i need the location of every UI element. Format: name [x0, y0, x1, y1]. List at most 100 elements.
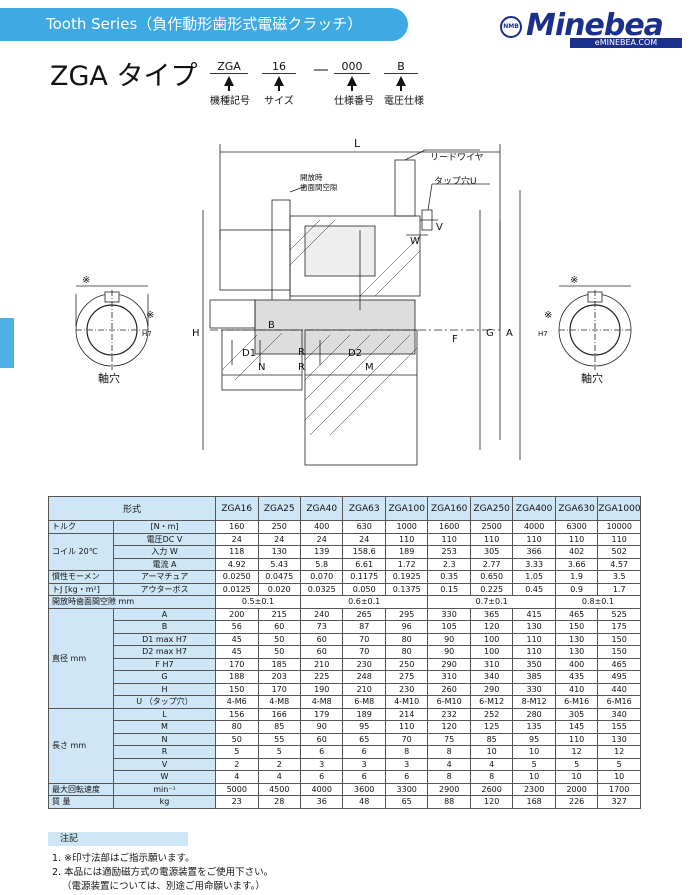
dim-label-F: F	[452, 334, 458, 345]
value-cell: 2500	[469, 520, 514, 534]
value-cell: 1600	[427, 520, 471, 534]
value-cell: 50	[215, 732, 259, 746]
dim-label-H: H	[192, 328, 200, 339]
value-cell: 95	[512, 732, 556, 746]
header-cell: ZGA25	[257, 496, 301, 521]
value-cell: 6-M16	[597, 695, 641, 709]
value-cell: 2600	[469, 782, 514, 796]
value-cell: 5	[215, 745, 259, 759]
row-sublabel: B	[112, 620, 217, 634]
header-cell: ZGA63	[342, 496, 386, 521]
row-sublabel: H	[112, 682, 217, 696]
value-cell: 6.61	[342, 557, 386, 571]
value-cell: 5	[257, 745, 301, 759]
value-cell: 365	[469, 607, 514, 621]
value-cell: 290	[427, 657, 471, 671]
row-sublabel: N	[112, 732, 217, 746]
value-cell: 1000	[384, 520, 429, 534]
value-cell: 120	[427, 720, 471, 734]
value-cell: 248	[342, 670, 386, 684]
up-arrow-icon	[396, 76, 406, 86]
dim-label-G: G	[486, 328, 494, 339]
value-cell: 150	[597, 645, 641, 659]
value-cell: 110	[512, 532, 556, 546]
dim-label-L: L	[354, 137, 361, 150]
value-cell: 240	[299, 607, 344, 621]
value-cell: 6-M8	[342, 695, 386, 709]
side-tab-marker	[0, 318, 14, 368]
code-separator: ―	[314, 62, 328, 78]
value-cell: 10000	[597, 520, 641, 534]
minebea-logo: NMB Minebea eMINEBEA.COM	[494, 8, 684, 48]
value-cell: 110	[512, 645, 556, 659]
value-cell: 0.1175	[342, 570, 386, 584]
value-cell: 0.9	[554, 582, 599, 596]
value-cell: 130	[512, 620, 556, 634]
model-title: ZGA タイプ	[50, 61, 198, 92]
value-cell: 60	[299, 732, 344, 746]
value-cell: 48	[342, 795, 386, 809]
value-cell: 214	[384, 707, 429, 721]
value-cell: 1.9	[554, 570, 599, 584]
value-cell: 0.0475	[257, 570, 301, 584]
value-cell: 280	[512, 707, 556, 721]
value-cell: 28	[257, 795, 301, 809]
code-part-spec: 000 仕様番号	[334, 60, 374, 107]
row-sublabel: U （タップ穴）	[112, 695, 217, 709]
value-cell: 135	[512, 720, 556, 734]
value-cell: 265	[342, 607, 386, 621]
value-cell: 60	[257, 620, 301, 634]
value-cell: 80	[384, 645, 429, 659]
value-cell: 60	[299, 632, 344, 646]
value-cell: 6	[299, 770, 344, 784]
value-cell: 4.92	[215, 557, 259, 571]
value-cell: 110	[469, 532, 514, 546]
value-cell: 6300	[554, 520, 599, 534]
value-cell: 215	[257, 607, 301, 621]
value-cell: 402	[554, 545, 599, 559]
value-cell: 45	[215, 632, 259, 646]
value-cell: 85	[257, 720, 301, 734]
header-model: 形式	[47, 496, 217, 521]
value-cell: 1.05	[512, 570, 556, 584]
value-cell: 3600	[342, 782, 386, 796]
value-cell: 24	[215, 532, 259, 546]
value-cell: 166	[257, 707, 301, 721]
header-cell: ZGA40	[299, 496, 344, 521]
nmb-logo-icon: NMB	[500, 16, 522, 38]
value-cell: 80	[384, 632, 429, 646]
value-cell: 5	[554, 757, 599, 771]
row-sublabel: 電圧DC V	[112, 532, 217, 546]
gap-note-1: 開放時	[300, 172, 323, 182]
code-value: 16	[262, 60, 296, 74]
header-cell: ZGA100	[384, 496, 429, 521]
row-label: 慣性モーメン	[48, 570, 114, 584]
mark-right-2: ※	[544, 310, 552, 321]
value-cell: 400	[554, 657, 599, 671]
value-cell: 130	[597, 732, 641, 746]
value-cell: 0.1925	[384, 570, 429, 584]
clutch-drawing: L リードワイヤ タップ穴U 開放時 歯面間空隙 V W B H N R R M…	[75, 137, 632, 466]
value-cell: 4-M10	[384, 695, 429, 709]
value-cell: 4000	[512, 520, 556, 534]
value-cell: 24	[257, 532, 301, 546]
value-cell: 10	[512, 745, 556, 759]
value-cell: 70	[342, 632, 386, 646]
value-cell: 210	[342, 682, 386, 696]
value-cell: 275	[384, 670, 429, 684]
value-cell: 3	[299, 757, 344, 771]
value-cell: 145	[554, 720, 599, 734]
value-cell: 232	[427, 707, 471, 721]
up-arrow-icon	[347, 76, 357, 86]
value-cell: 168	[512, 795, 556, 809]
value-cell: 0.020	[257, 582, 301, 596]
value-cell: 110	[384, 720, 429, 734]
value-cell: 8	[384, 745, 429, 759]
code-part-voltage: B 電圧仕様	[384, 60, 424, 107]
